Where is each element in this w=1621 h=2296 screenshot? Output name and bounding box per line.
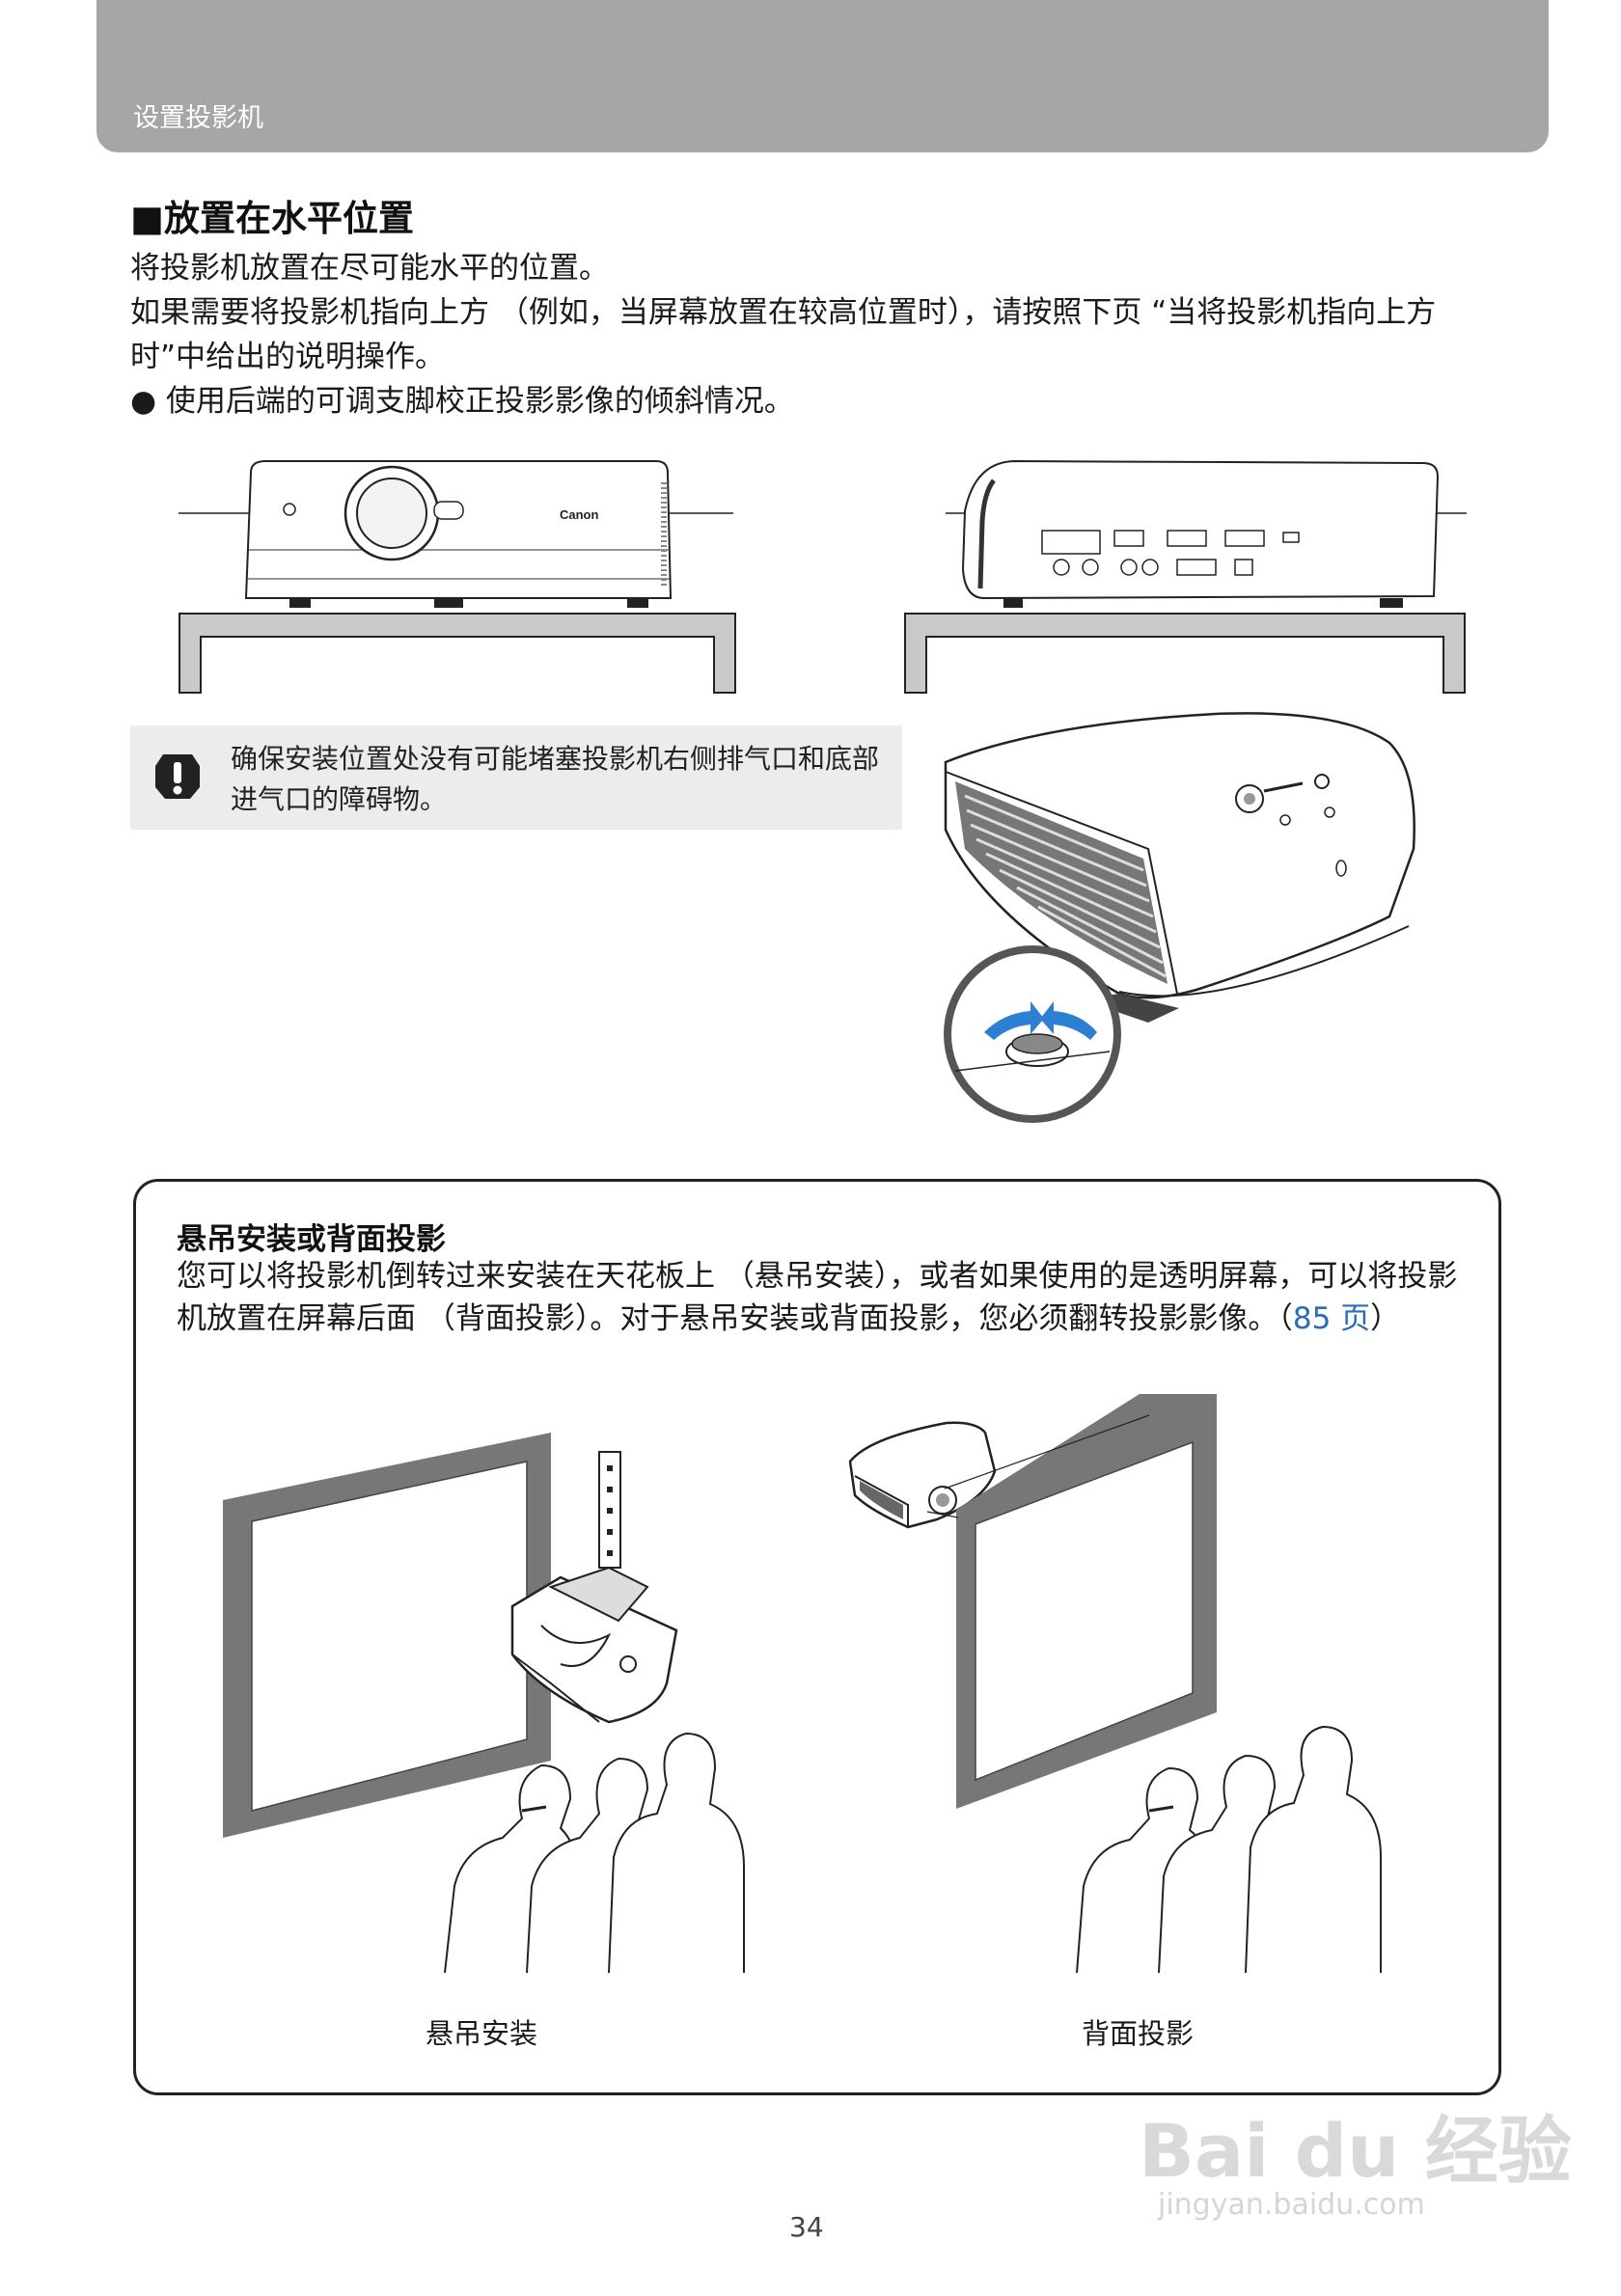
body-line: ● 使用后端的可调支脚校正投影影像的倾斜情况。: [130, 384, 794, 419]
caution-icon: [155, 754, 200, 799]
caption-rear: 背面投影: [1082, 2017, 1195, 2050]
section-body: 将投影机放置在尽可能水平的位置。 如果需要将投影机指向上方 （例如，当屏幕放置在…: [130, 246, 1510, 424]
watermark-brand: Bai du 经验: [1139, 2108, 1572, 2194]
body-line: 将投影机放置在尽可能水平的位置。: [130, 251, 609, 286]
projector-front-figure: Canon: [179, 460, 736, 694]
ceiling-rear-projection-box: 悬吊安装或背面投影 您可以将投影机倒转过来安装在天花板上 （悬吊安装），或者如果…: [133, 1179, 1501, 2095]
box-text-part: 您可以将投影机倒转过来安装在天花板上 （悬吊安装），或者如果使用的是透明屏幕，可…: [177, 1259, 1458, 1336]
caption-ceiling: 悬吊安装: [426, 2017, 538, 2050]
projector-side-figure: [904, 459, 1467, 694]
page-link[interactable]: 85 页: [1292, 1301, 1371, 1336]
projector-foot-figure: [944, 712, 1415, 1123]
box-title: 悬吊安装或背面投影: [177, 1222, 446, 1257]
caution-note: 确保安装位置处没有可能堵塞投影机右侧排气口和底部进气口的障碍物。: [130, 725, 902, 830]
box-text-part: ）: [1370, 1301, 1401, 1336]
rear-projection-figure: [848, 1394, 1382, 1973]
ceiling-mount-figure: [223, 1433, 745, 1973]
watermark-url: jingyan.baidu.com: [1158, 2188, 1425, 2222]
box-text: 您可以将投影机倒转过来安装在天花板上 （悬吊安装），或者如果使用的是透明屏幕，可…: [177, 1255, 1460, 1340]
page-number: 34: [789, 2211, 824, 2243]
section-title: ■放置在水平位置: [130, 198, 414, 239]
caution-text: 确保安装位置处没有可能堵塞投影机右侧排气口和底部进气口的障碍物。: [231, 743, 880, 815]
projector-logo: Canon: [560, 507, 599, 522]
body-line: 如果需要将投影机指向上方 （例如，当屏幕放置在较高位置时），请按照下页 “当将投…: [130, 295, 1437, 374]
page-header: 设置投影机: [96, 0, 1549, 152]
header-section-label: 设置投影机: [133, 103, 263, 133]
